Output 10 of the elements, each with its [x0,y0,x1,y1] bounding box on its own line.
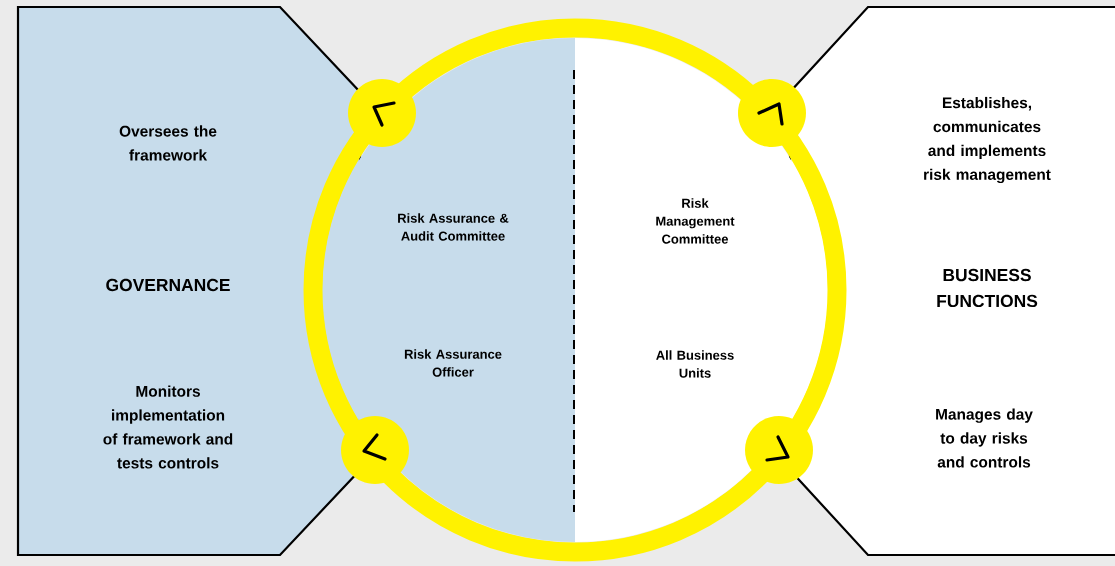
label-text: Monitors implementation of framework and tests controls [103,385,233,469]
label-text: Risk Management Committee [656,198,735,244]
heading: BUSINESS FUNCTIONS [937,268,1038,308]
label-text: All Business Units [656,350,734,378]
label-text: Establishes, communicates and implements risk management [924,96,1051,184]
label-text: Risk Assurance & Audit Committee [398,213,509,241]
heading: GOVERNANCE [106,278,230,292]
label-text: Oversees the framework [119,125,217,161]
label-text: Risk Assurance Officer [404,349,502,377]
label-text: Manages day to day risks and controls [936,408,1033,468]
